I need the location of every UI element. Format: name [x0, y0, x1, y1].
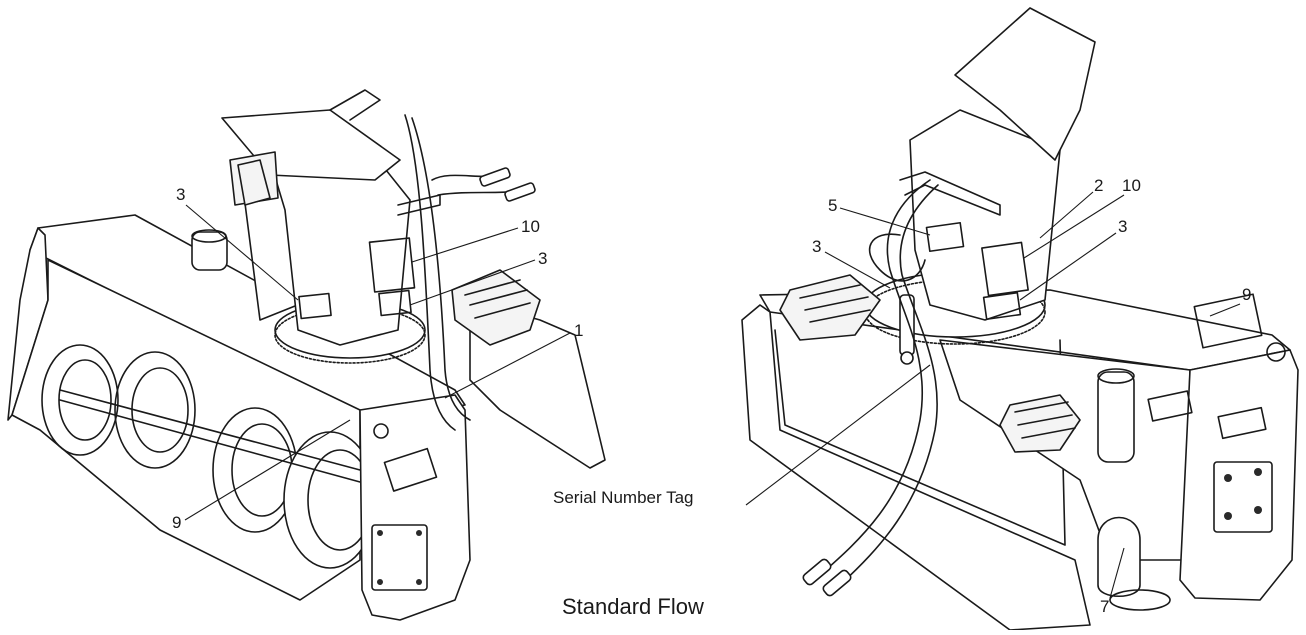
callout-right-10: 10	[1122, 176, 1141, 195]
callout-right-3-left: 3	[812, 237, 821, 256]
right-chute-spout	[954, 7, 1096, 161]
right-top-decal-9	[1193, 293, 1263, 349]
leader-line	[444, 332, 571, 399]
bolt	[416, 579, 422, 585]
auger-flight-1	[41, 344, 119, 456]
hose-coupler	[479, 167, 511, 187]
callout-left-1: 1	[574, 321, 583, 340]
bolt	[1254, 468, 1262, 476]
serial-tag-leader	[745, 364, 931, 506]
rear-skid-shoe	[237, 159, 271, 206]
side-plate-hole	[373, 423, 389, 439]
left-motor-cap	[191, 231, 228, 271]
diagram-caption: Standard Flow	[562, 594, 704, 619]
cylinder-end	[900, 351, 914, 365]
bearing-foot	[1109, 589, 1171, 611]
leader-line	[1023, 194, 1125, 259]
hose	[819, 179, 931, 576]
leader-line	[839, 207, 931, 236]
right-chute-decal-5	[925, 221, 965, 253]
auger-flight-1-inner	[58, 359, 112, 441]
hose-coupler	[822, 569, 852, 597]
gearbox-cover	[371, 524, 428, 591]
callout-left-9: 9	[172, 513, 181, 532]
bolt	[377, 530, 383, 536]
leader-line	[185, 204, 299, 301]
callout-left-3-lower: 3	[538, 249, 547, 268]
leader-line	[1209, 303, 1241, 317]
left-chute-decal-10	[368, 237, 416, 293]
callout-right-2: 2	[1094, 176, 1103, 195]
bolt	[1224, 474, 1232, 482]
bolt	[377, 579, 383, 585]
leader-line	[409, 259, 536, 306]
leader-line	[1039, 191, 1094, 239]
left-callouts: 3 10 3 1 9	[172, 185, 583, 532]
hose-loop	[868, 233, 926, 282]
leader-line	[824, 251, 891, 289]
left-chute-decal-3	[378, 289, 412, 317]
hose-coupler	[802, 558, 832, 586]
right-mount-frame	[741, 304, 1091, 631]
hose-coupler	[504, 182, 536, 202]
right-skid-shoe-center	[999, 394, 1081, 453]
callout-right-9: 9	[1242, 285, 1251, 304]
callout-right-7: 7	[1100, 597, 1109, 616]
serial-number-tag-label: Serial Number Tag	[553, 488, 693, 507]
callout-right-5: 5	[828, 196, 837, 215]
bolt	[1224, 512, 1232, 520]
left-skid-shoe	[451, 269, 541, 346]
left-auger	[41, 344, 377, 569]
right-gearbox-cover	[1213, 461, 1273, 533]
left-mount-plate	[469, 299, 606, 469]
right-chute-decal-3	[982, 291, 1022, 321]
right-chute-decal-10	[981, 241, 1029, 297]
right-end-decal	[1217, 406, 1267, 440]
side-plate-decal	[383, 447, 438, 492]
left-turret-teeth	[274, 306, 426, 364]
skid-shoe-cleats	[1014, 401, 1076, 439]
motor-cap-top	[191, 229, 227, 243]
bolt	[416, 530, 422, 536]
canister-top	[1097, 368, 1135, 384]
callout-left-3-upper: 3	[176, 185, 185, 204]
leader-line	[411, 227, 519, 263]
callout-right-3-upper: 3	[1118, 217, 1127, 236]
auger-shaft	[59, 389, 361, 471]
skid-shoe-cleats	[464, 279, 531, 319]
skid-shoe-cleats	[799, 284, 871, 323]
right-chute-body	[909, 109, 1061, 321]
right-skid-shoe-left	[779, 274, 881, 341]
left-hydraulic-hoses	[404, 114, 536, 431]
right-callouts: 5 2 10 3 3 9 7 Serial Number Tag	[553, 176, 1251, 616]
right-drive-bearing	[1097, 516, 1141, 597]
leader-line	[1109, 547, 1125, 599]
right-snowblower-view	[741, 7, 1299, 631]
left-chute-decal-3-front	[298, 292, 332, 320]
left-deflector-cylinder	[329, 89, 381, 121]
bolt	[1254, 506, 1262, 514]
right-housing-decal	[1147, 390, 1193, 422]
hose	[404, 114, 456, 431]
end-plate-hole	[1266, 342, 1286, 362]
hose	[411, 117, 471, 421]
auger-flight-2	[114, 351, 196, 469]
right-hydraulic-hoses	[802, 179, 939, 597]
hose	[839, 184, 939, 586]
leader-line	[1019, 232, 1117, 301]
left-snowblower-view	[7, 89, 606, 621]
right-motor-canister	[1097, 371, 1135, 463]
auger-shaft-lower	[59, 399, 361, 483]
leader-line	[184, 419, 351, 521]
callout-left-10: 10	[521, 217, 540, 236]
